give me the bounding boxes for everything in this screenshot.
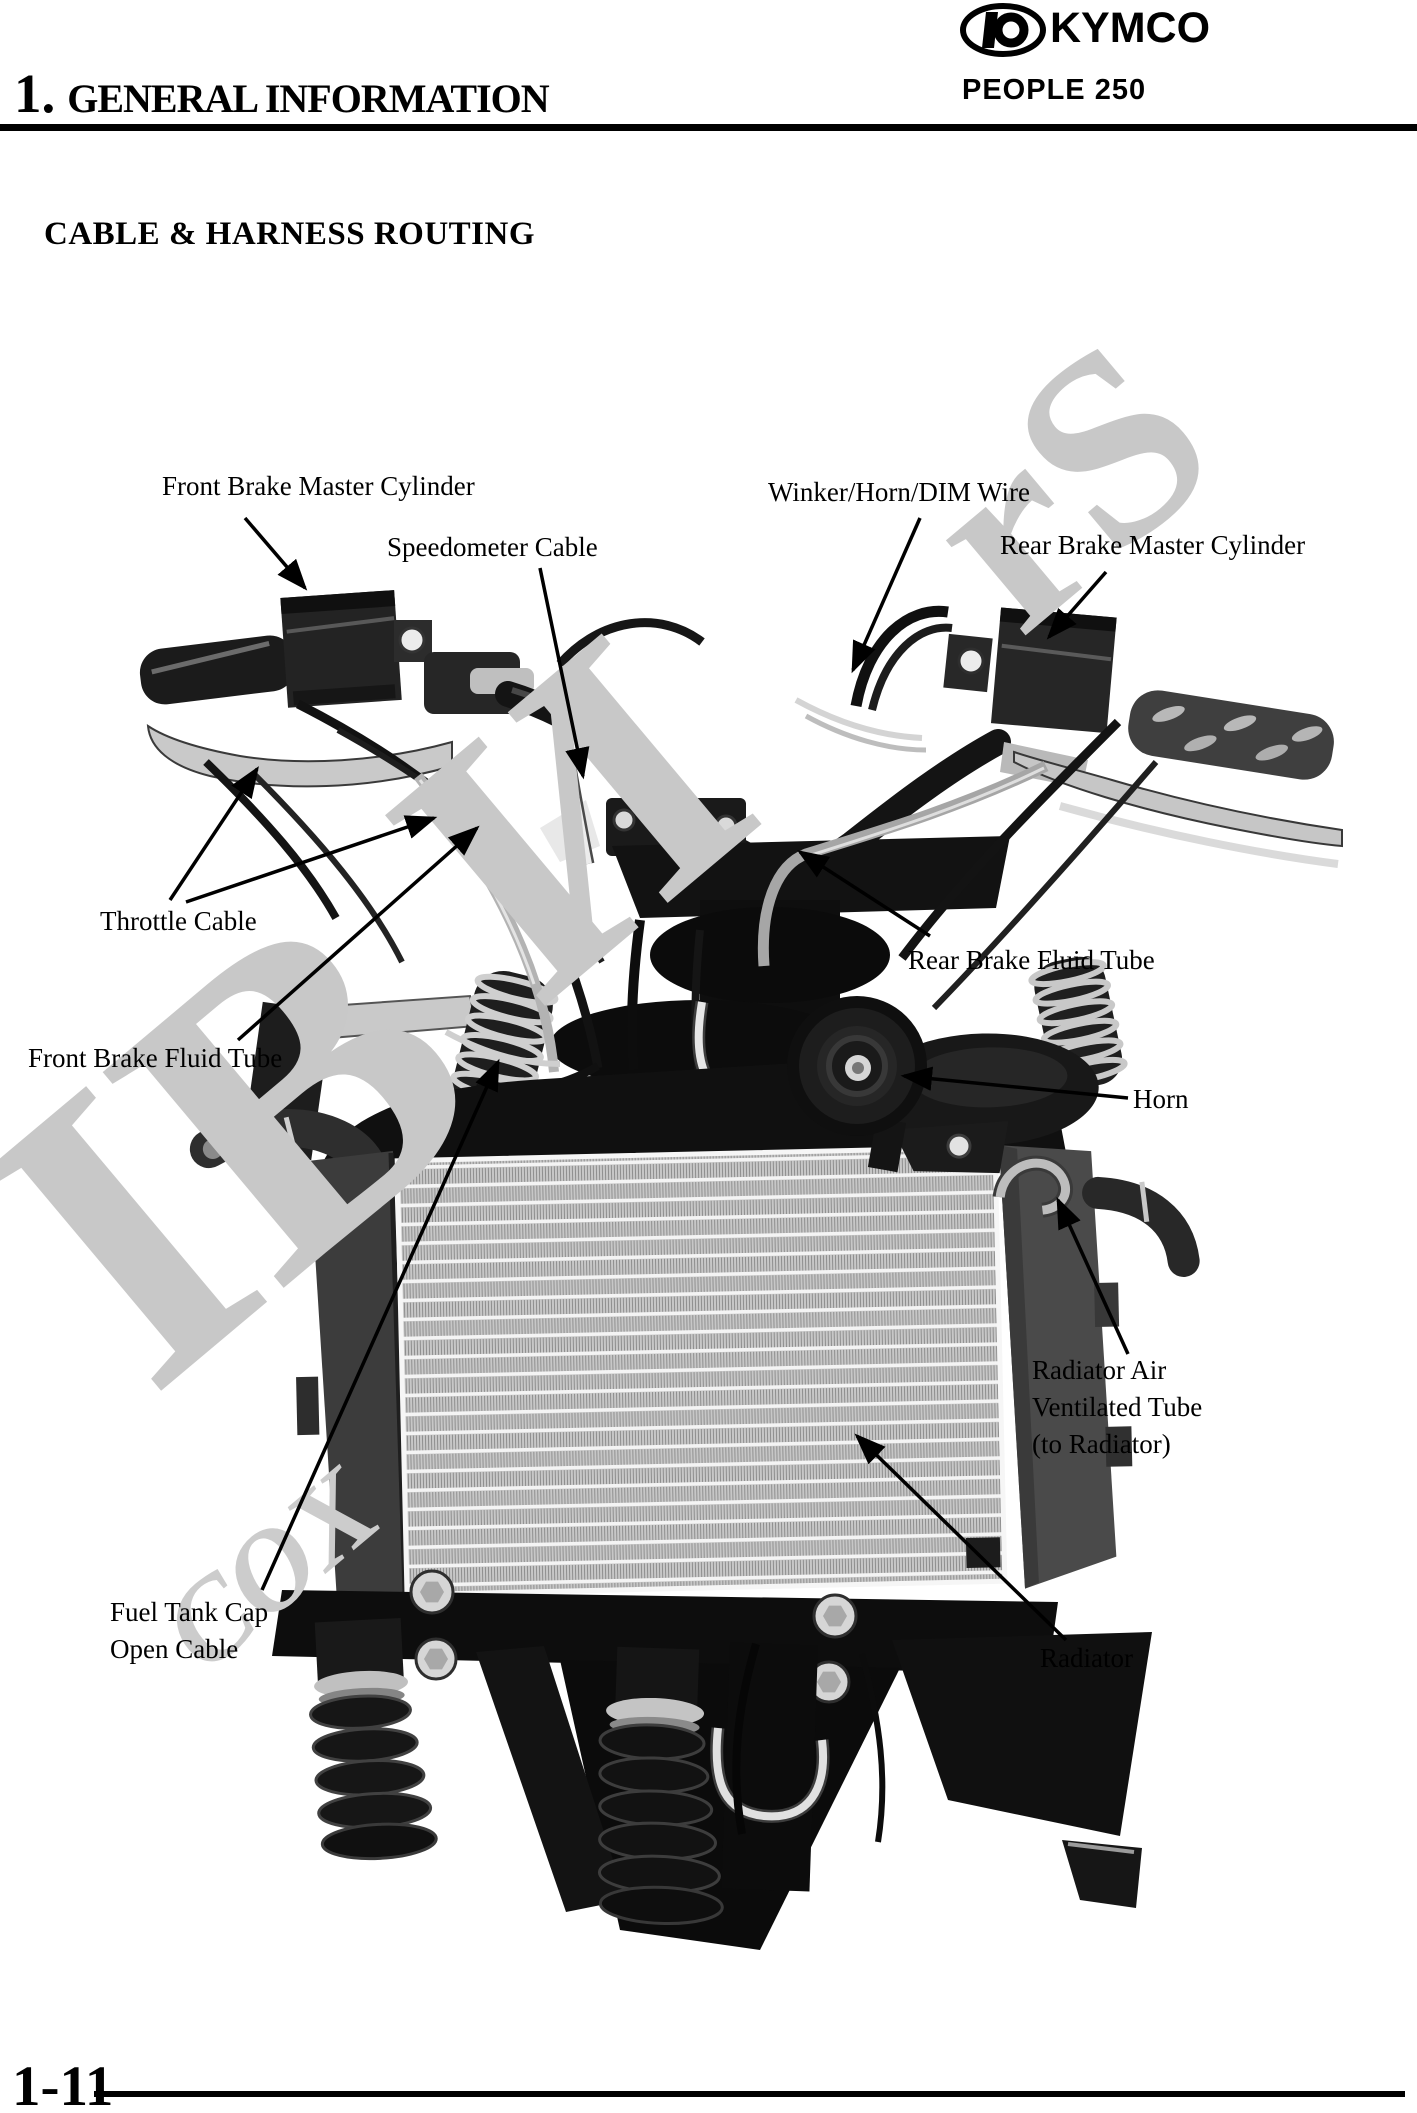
wire-arc-1 <box>850 605 949 707</box>
front-brake-master-cylinder <box>280 590 402 708</box>
arrow-radiator-vent-tube <box>1056 1196 1130 1355</box>
right-bracket-hole <box>957 647 985 675</box>
label-fuel-tank-cap-cable: Fuel Tank Cap Open Cable <box>110 1597 269 1664</box>
riser-bolt <box>612 808 636 832</box>
footer-rule <box>94 2091 1405 2097</box>
label-front-brake-master-cylinder: Front Brake Master Cylinder <box>162 471 475 501</box>
radiator-right-hose <box>1082 1176 1200 1277</box>
wire-arc-2 <box>868 623 953 711</box>
right-brake-lever <box>1013 750 1343 848</box>
arrow-radiator <box>854 1433 1068 1642</box>
arrow-fuel-tank-cap-cable <box>260 1058 500 1591</box>
page-number: 1-11 <box>12 2055 114 2113</box>
wire-arc-3 <box>556 618 705 667</box>
label-front-brake-fluid-tube: Front Brake Fluid Tube <box>28 1043 283 1073</box>
horn <box>787 996 927 1173</box>
kymco-logo-icon <box>960 3 1046 57</box>
lower-fork-assembly <box>272 1569 1152 1950</box>
riser-bolt <box>714 814 738 838</box>
brand-name: KYMCO <box>1050 4 1211 52</box>
left-fork-boot <box>309 1617 438 1861</box>
left-bracket-hole <box>398 626 426 654</box>
model-name: PEOPLE 250 <box>962 74 1147 106</box>
header-rule <box>0 124 1417 131</box>
chapter-title: GENERAL INFORMATION <box>67 76 549 121</box>
chapter-heading: 1.GENERAL INFORMATION <box>14 62 550 125</box>
arrow-throttle-cable-1 <box>168 766 259 901</box>
right-lever-rod <box>1058 802 1339 868</box>
arrow-rear-brake-master-cylinder <box>1046 570 1108 640</box>
winker-horn-dim-wire <box>794 697 923 741</box>
label-winker-horn-dim-wire: Winker/Horn/DIM Wire <box>768 477 1031 507</box>
label-rear-brake-master-cylinder: Rear Brake Master Cylinder <box>1000 530 1306 560</box>
handlebar-riser <box>606 798 746 856</box>
arrow-horn <box>900 1066 1129 1100</box>
fuel-tank-cap-cable <box>444 1029 561 1067</box>
label-radiator: Radiator <box>1040 1643 1133 1673</box>
radiator-core <box>394 1144 1008 1598</box>
arrow-winker-horn-dim-wire <box>851 517 922 674</box>
label-horn: Horn <box>1133 1084 1189 1114</box>
label-radiator-vent-tube: Radiator Air Ventilated Tube (to Radiato… <box>1032 1355 1203 1459</box>
arrow-speedometer-cable <box>538 567 590 780</box>
arrow-rear-brake-fluid-tube <box>797 850 931 938</box>
left-bar-highlight <box>511 687 689 805</box>
right-fork-boot <box>597 1646 724 1926</box>
chapter-number: 1. <box>14 63 56 124</box>
arrow-front-brake-master-cylinder <box>243 516 308 591</box>
label-throttle-cable: Throttle Cable <box>100 906 257 936</box>
arrow-front-brake-fluid-tube <box>236 825 480 1042</box>
label-rear-brake-fluid-tube: Rear Brake Fluid Tube <box>908 945 1155 975</box>
section-title: CABLE & HARNESS ROUTING <box>44 216 535 252</box>
stem-blob <box>650 907 890 1003</box>
left-brake-lever <box>146 724 453 788</box>
left-handlebar-grip <box>139 635 296 705</box>
arrow-throttle-cable-2 <box>185 815 438 904</box>
right-handlebar-grip <box>1128 690 1334 780</box>
label-speedometer-cable: Speedometer Cable <box>387 532 598 562</box>
